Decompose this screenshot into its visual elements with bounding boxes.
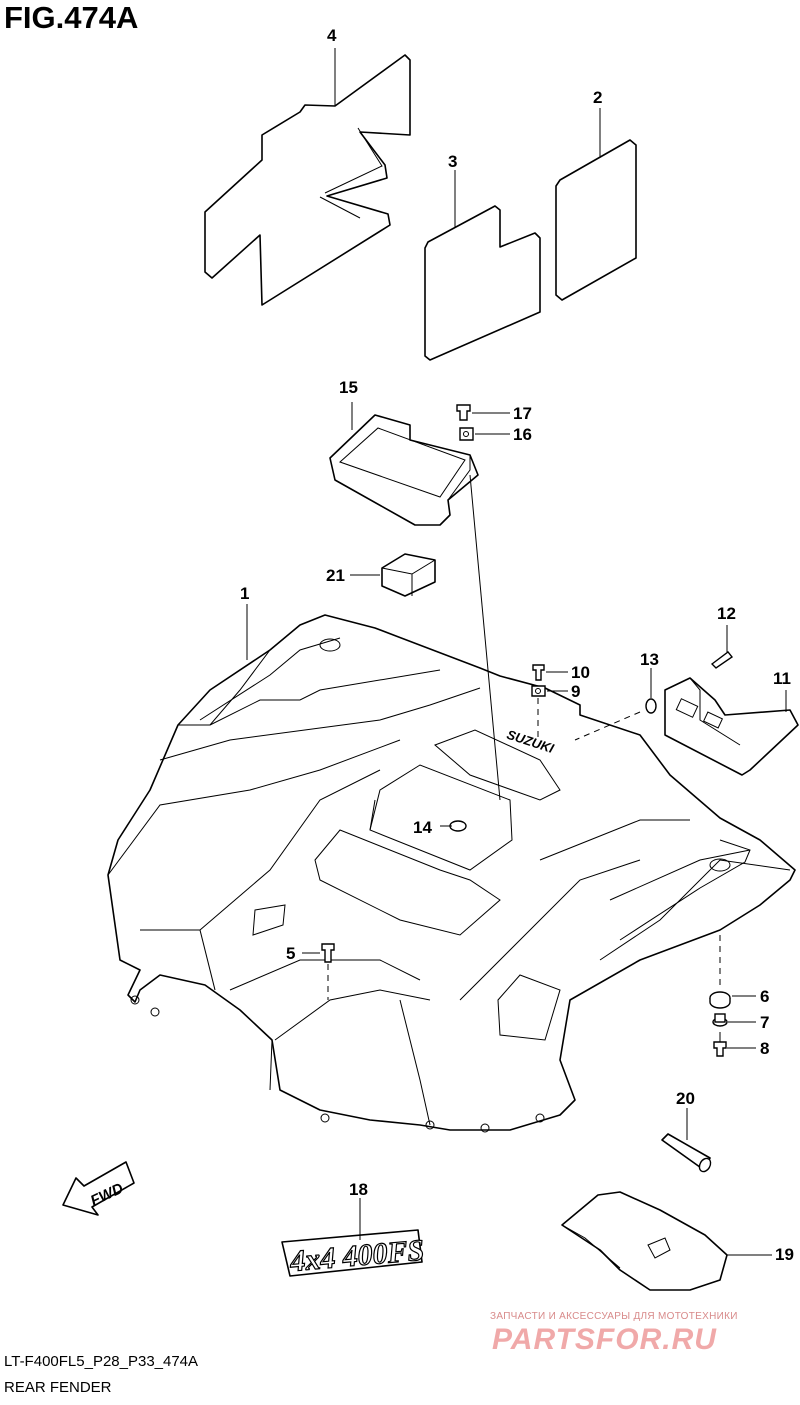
part-16-nut[interactable] — [459, 427, 474, 441]
fwd-label: FWD — [88, 1180, 126, 1210]
part-11-bracket[interactable] — [664, 677, 799, 776]
callout-15: 15 — [339, 378, 358, 397]
part-1-rear-fender[interactable] — [107, 614, 796, 1133]
part-19-cover[interactable] — [561, 1191, 728, 1291]
part-17-bolt[interactable] — [456, 404, 471, 421]
callout-13: 13 — [640, 650, 659, 669]
callout-3: 3 — [448, 152, 458, 171]
figure-code: LT-F400FL5_P28_P33_474A — [4, 1353, 199, 1370]
callout-12: 12 — [717, 604, 736, 623]
part-8-bolt[interactable] — [713, 1032, 727, 1057]
part-6-grommet[interactable] — [709, 991, 731, 1009]
callout-5: 5 — [286, 944, 296, 963]
callout-11: 11 — [773, 669, 791, 688]
fender-brand-logo: SUZUKI — [505, 727, 556, 756]
callout-8: 8 — [760, 1039, 770, 1058]
part-12-screw[interactable] — [710, 651, 734, 669]
part-9-nut[interactable] — [531, 685, 546, 697]
callout-4: 4 — [327, 26, 337, 45]
part-5-bolt[interactable] — [321, 943, 335, 963]
watermark-subtitle: ЗАПЧАСТИ И АКСЕССУАРЫ ДЛЯ МОТОТЕХНИКИ — [490, 1311, 738, 1322]
fwd-arrow: FWD — [62, 1161, 135, 1216]
part-2-decal[interactable] — [555, 139, 637, 301]
part-10-screw[interactable] — [532, 664, 545, 681]
part-20-pipe[interactable] — [661, 1133, 713, 1174]
part-4-decal[interactable] — [204, 54, 411, 306]
part-18-emblem[interactable]: 4x4 400FS — [281, 1229, 426, 1279]
callout-16: 16 — [513, 425, 532, 444]
callout-6: 6 — [760, 987, 770, 1006]
callout-7: 7 — [760, 1013, 770, 1032]
part-7-collar[interactable] — [712, 1013, 728, 1027]
callout-18: 18 — [349, 1180, 368, 1199]
callout-21: 21 — [326, 566, 345, 585]
figure-name: REAR FENDER — [4, 1379, 112, 1396]
watermark-logo: PARTSFOR.RU — [492, 1323, 717, 1356]
callout-2: 2 — [593, 88, 603, 107]
callout-14: 14 — [413, 818, 432, 837]
part-3-decal[interactable] — [424, 205, 541, 361]
part-15-tray[interactable] — [329, 414, 479, 526]
callout-1: 1 — [240, 584, 250, 603]
callout-10: 10 — [571, 663, 590, 682]
callout-20: 20 — [676, 1089, 695, 1108]
figure-title: FIG.474A — [4, 0, 139, 35]
callout-9: 9 — [571, 682, 581, 701]
callout-17: 17 — [513, 404, 532, 423]
callout-19: 19 — [775, 1245, 794, 1264]
part-13-washer[interactable] — [645, 698, 657, 714]
part-21-pad[interactable] — [381, 553, 436, 597]
